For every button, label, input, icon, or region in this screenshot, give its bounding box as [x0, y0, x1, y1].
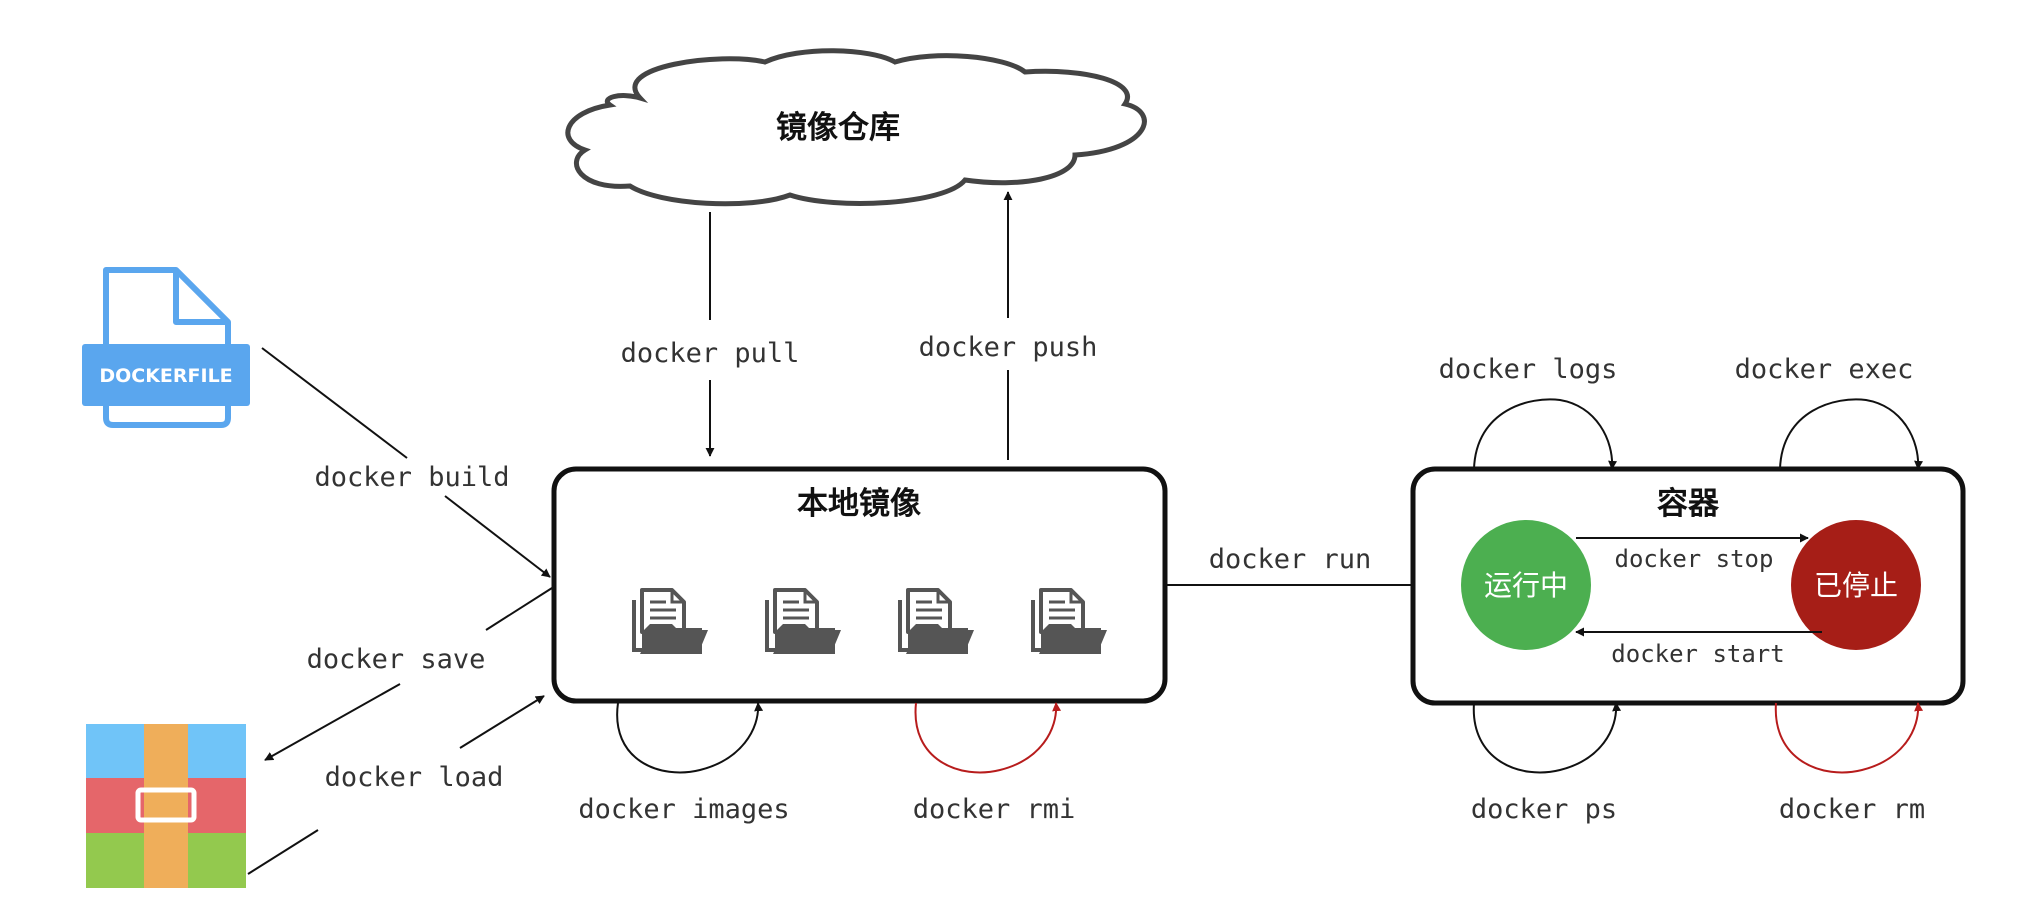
- cloud-icon: [565, 48, 1147, 207]
- container-box: 容器 运行中 已停止 docker stop docker start: [1410, 466, 1966, 706]
- rm-label: docker rm: [1779, 794, 1925, 825]
- build-arrow-lower: [444, 495, 551, 578]
- registry-cloud: 镜像仓库: [565, 48, 1147, 207]
- ps-loop-arrow: [1472, 702, 1622, 774]
- save-arrow: [485, 587, 553, 631]
- running-state: [1461, 520, 1591, 650]
- rmi-label: docker rmi: [913, 794, 1076, 825]
- pull-label: docker pull: [621, 338, 800, 369]
- local-images-label: 本地镜像: [797, 486, 921, 522]
- save-label: docker save: [307, 644, 486, 675]
- build-arrow: [261, 347, 408, 459]
- exec-loop-arrow: [1779, 398, 1924, 470]
- rm-loop-arrow: [1774, 702, 1924, 774]
- ps-label: docker ps: [1471, 794, 1617, 825]
- run-label: docker run: [1209, 544, 1372, 575]
- logs-label: docker logs: [1439, 354, 1618, 385]
- images-loop-arrow: [616, 702, 764, 774]
- archive-icon: [86, 724, 246, 888]
- images-label: docker images: [578, 794, 789, 825]
- container-label: 容器: [1657, 486, 1720, 522]
- push-label: docker push: [919, 332, 1098, 363]
- start-label: docker start: [1611, 640, 1784, 668]
- load-label: docker load: [325, 762, 504, 793]
- stopped-state: [1791, 520, 1921, 650]
- exec-label: docker exec: [1735, 354, 1914, 385]
- stopped-label: 已停止: [1814, 569, 1898, 602]
- dockerfile-icon: DOCKERFILE: [82, 267, 250, 428]
- logs-loop-arrow: [1473, 398, 1618, 470]
- local-images-box: 本地镜像: [551, 466, 1168, 704]
- load-arrow: [247, 829, 319, 875]
- rmi-loop-arrow: [914, 702, 1062, 774]
- build-label: docker build: [314, 462, 509, 493]
- stop-label: docker stop: [1615, 545, 1774, 573]
- dockerfile-label: DOCKERFILE: [99, 365, 232, 387]
- registry-label: 镜像仓库: [776, 110, 900, 146]
- save-arrow-lower: [264, 683, 401, 761]
- load-arrow-upper: [459, 695, 545, 749]
- running-label: 运行中: [1484, 569, 1568, 602]
